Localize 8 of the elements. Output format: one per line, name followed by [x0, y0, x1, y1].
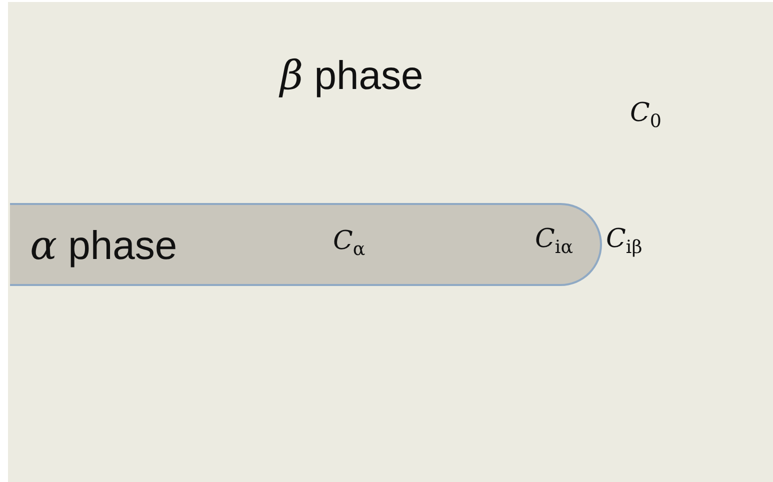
- beta-phase-region: [8, 2, 773, 482]
- concentration-label: C$_{0}$: [630, 100, 662, 132]
- concentration-label: C$_{α}$: [333, 228, 366, 260]
- concentration-label: C$_{iβ}$: [606, 226, 642, 258]
- alpha-phase-region: [10, 203, 602, 286]
- concentration-label: C$_{iα}$: [535, 226, 574, 258]
- phase-label: β phase: [280, 56, 424, 96]
- phase-label: α phase: [30, 226, 178, 266]
